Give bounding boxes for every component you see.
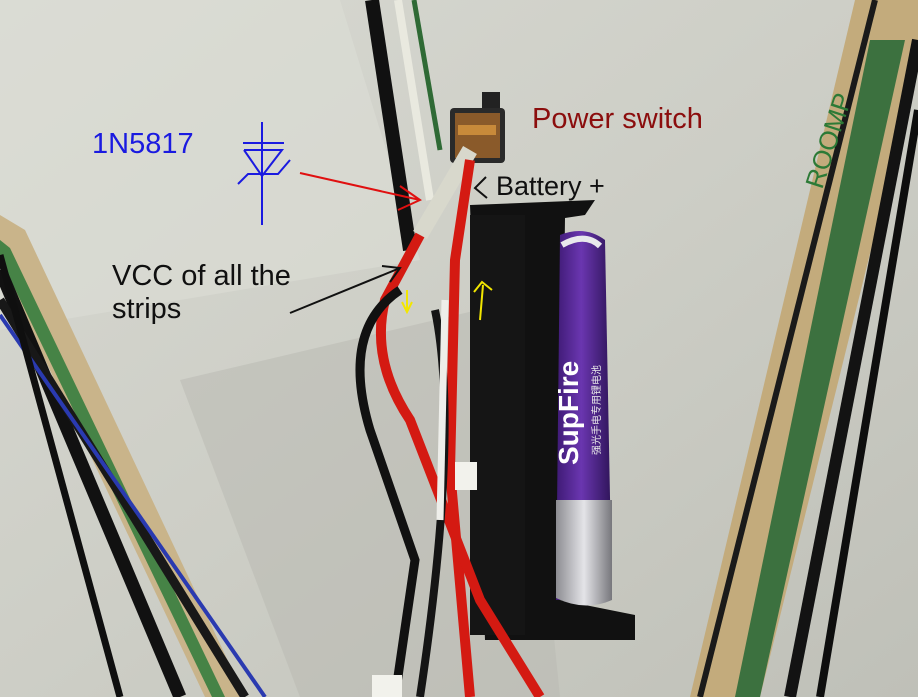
left-tape-strip <box>0 215 267 697</box>
battery-subtitle-text: 强光手电专用锂电池 <box>590 365 603 455</box>
yellow-arrow-up <box>473 280 493 321</box>
cable-tie-bottom <box>372 675 402 697</box>
diode-symbol-annotation <box>237 122 291 225</box>
vcc-label: VCC of all the strips <box>112 260 291 326</box>
battery-brand-text: SupFire <box>553 361 584 465</box>
battery-plus-pointer-arrow <box>473 176 488 199</box>
battery-cell: SupFire 强光手电专用锂电池 <box>553 231 612 606</box>
yellow-arrow-down <box>401 290 413 315</box>
diode-part-label: 1N5817 <box>92 128 194 160</box>
vcc-pointer-arrow <box>289 265 402 314</box>
diode-pointer-arrow <box>299 172 423 211</box>
power-switch-label: Power switch <box>532 103 703 135</box>
wall-highlight <box>0 0 420 330</box>
wiring-loops <box>355 159 545 697</box>
right-tape-strip <box>690 0 918 697</box>
cable-tie <box>455 462 477 490</box>
diode-heat-shrink <box>413 145 477 240</box>
battery-plus-label: Battery + <box>496 171 605 201</box>
